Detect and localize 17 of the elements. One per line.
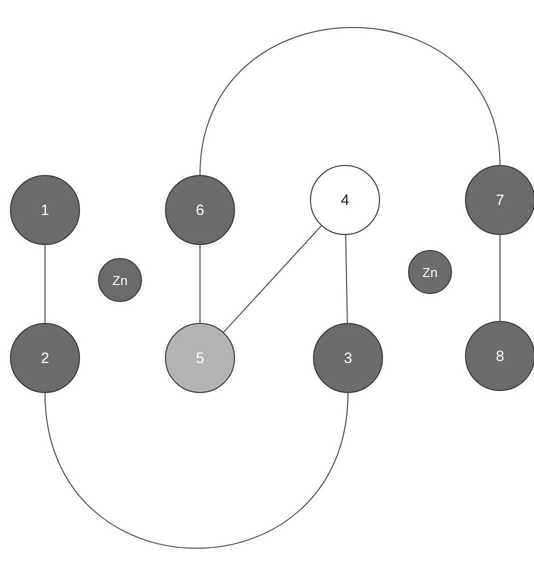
node-label: 3 bbox=[344, 350, 352, 366]
node-circle bbox=[408, 250, 452, 294]
node-label: Zn bbox=[422, 264, 438, 280]
node-label: Zn bbox=[112, 272, 128, 288]
node-label: 2 bbox=[40, 350, 50, 366]
node-label: 5 bbox=[196, 350, 204, 366]
connector-line bbox=[44, 392, 348, 549]
node-label: 6 bbox=[196, 202, 204, 218]
node-circle bbox=[98, 258, 142, 302]
node-label: 8 bbox=[496, 348, 504, 364]
connector-line bbox=[200, 27, 500, 176]
connector-line bbox=[44, 244, 46, 324]
connector-line bbox=[345, 234, 348, 324]
connector-line bbox=[223, 225, 322, 333]
node-label: 4 bbox=[340, 192, 350, 208]
node-label: 1 bbox=[40, 202, 50, 218]
node-label: 7 bbox=[496, 192, 504, 208]
